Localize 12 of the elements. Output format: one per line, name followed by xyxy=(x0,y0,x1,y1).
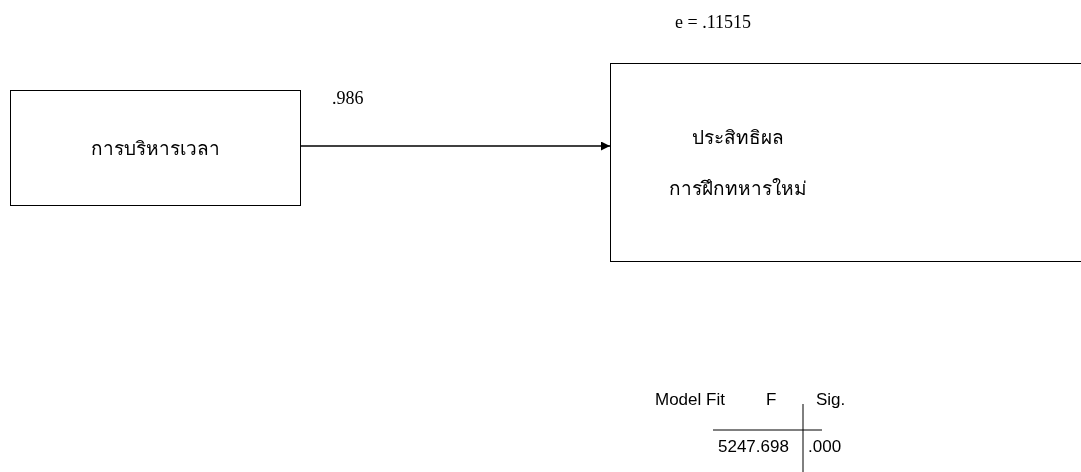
table-value: 5247.698 xyxy=(718,437,789,457)
text-box xyxy=(10,90,301,206)
node-label: ประสิทธิผล xyxy=(691,125,785,149)
table-header: F xyxy=(766,390,777,410)
node-label: การบริหารเวลา xyxy=(90,136,221,160)
table-header: Sig. xyxy=(816,390,846,410)
arrow xyxy=(300,141,611,151)
table-header: Model Fit xyxy=(655,390,725,410)
table-value: .000 xyxy=(808,437,842,457)
text-box xyxy=(610,63,1081,262)
error-term-label: e = .11515 xyxy=(675,12,751,33)
node-label: การฝึกทหารใหม่ xyxy=(668,176,808,200)
